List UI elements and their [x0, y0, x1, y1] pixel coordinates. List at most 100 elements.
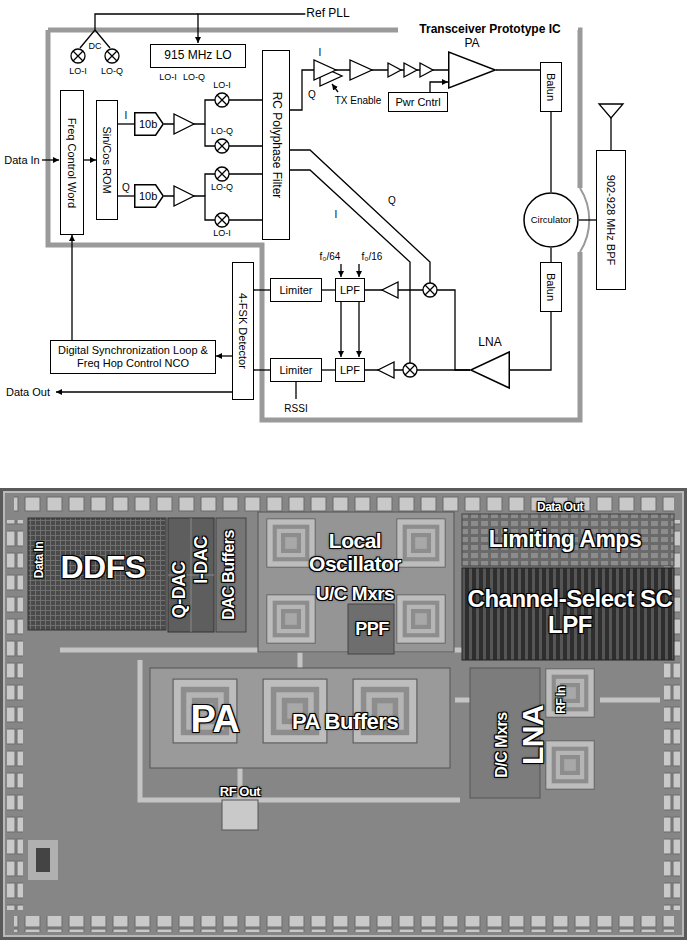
signal-connector	[254, 289, 270, 290]
die-block-label: DAC Buffers	[220, 530, 238, 620]
signal-connector	[118, 195, 134, 196]
circulator-symbol: Circulator	[523, 192, 579, 248]
power-amplifier	[449, 52, 496, 88]
signal-wire	[42, 14, 611, 399]
node-label: Pwr Cntrl	[395, 96, 440, 109]
signal-connector	[216, 355, 232, 356]
die-photo	[150, 668, 450, 768]
signal-name: I	[334, 209, 339, 220]
limiter-box: Limiter	[270, 278, 322, 302]
mixer-symbol	[425, 285, 435, 295]
signal-name: LO-I	[158, 73, 178, 83]
dac-shape	[135, 185, 164, 208]
die-photo	[36, 848, 50, 872]
buffer-amplifier	[314, 60, 336, 80]
signal-connector	[550, 112, 551, 192]
signal-wire	[42, 159, 59, 160]
lowpass-filter-box: LPF	[335, 358, 365, 382]
mixer-symbol	[217, 141, 227, 151]
mixer-symbol	[215, 167, 229, 181]
oscillator-box: 915 MHz LO	[150, 44, 246, 68]
die-photo	[462, 514, 674, 566]
node-label: Sin/Cos ROM	[101, 126, 114, 193]
buffer-amplifier	[404, 63, 417, 77]
node-label: Limiter	[279, 284, 312, 297]
die-photo	[546, 741, 594, 789]
signal-name: LO-Q	[210, 127, 234, 137]
die-block-label: Limiting Amps	[489, 527, 641, 552]
balun-box: Balun	[540, 62, 562, 112]
buffer-amplifier	[174, 114, 194, 134]
die-photo	[397, 519, 445, 567]
die-block-label: Channel-Select SC LPF	[458, 586, 683, 639]
signal-wire	[340, 302, 341, 357]
signal-name: I	[318, 47, 323, 58]
detector-box: 4-FSK Detector	[232, 262, 254, 400]
clock-name: f₀/64	[319, 251, 342, 262]
dac-shape: 10b	[134, 112, 164, 136]
buffer-amplifier	[388, 63, 401, 77]
signal-name: LO-Q	[100, 67, 124, 77]
die-block-label: Local Oscillator	[288, 529, 423, 575]
mixer-symbol	[105, 49, 119, 63]
mixer-symbol	[215, 139, 229, 153]
port-name: Data Out	[5, 386, 51, 398]
balun-box: Balun	[540, 262, 562, 312]
signal-wire	[295, 382, 296, 399]
die-block-label: LNA	[516, 705, 549, 765]
node-label: 915 MHz LO	[164, 49, 231, 63]
mixer-symbol	[405, 365, 415, 375]
signal-name: Q	[307, 89, 317, 100]
lowpass-filter-box: LPF	[335, 278, 365, 302]
die-block-label: Data Out	[537, 501, 583, 514]
die-photo	[267, 519, 315, 567]
signal-connector	[365, 290, 470, 370]
connector-group	[72, 70, 596, 370]
die-photo	[4, 492, 683, 936]
mixer-symbol	[71, 49, 85, 63]
node-label: PA	[448, 36, 496, 50]
buffer-amplifier	[350, 60, 372, 80]
die-block-label: Q-DAC	[170, 562, 190, 619]
mixer-symbol	[217, 169, 227, 179]
mixer-symbol	[215, 93, 229, 107]
mixer-symbol	[217, 215, 227, 225]
die-block-label: RF Out	[220, 785, 260, 799]
die-photo	[168, 518, 214, 632]
signal-name: RSSI	[283, 403, 308, 414]
mixer-symbol	[215, 213, 229, 227]
die-photo	[28, 518, 166, 630]
signal-connector	[510, 312, 551, 370]
mixer-symbol	[403, 363, 417, 377]
die-block-label: RF In	[555, 686, 568, 714]
die-block-label: PPF	[355, 620, 389, 640]
port-name: Data In	[3, 154, 40, 166]
mixer-symbol	[71, 49, 437, 377]
chip-boundary-title: Transceiver Prototype IC	[418, 23, 561, 36]
buffer-amplifier	[378, 362, 394, 378]
mixer-symbol	[217, 95, 227, 105]
node-label: Digital Synchronization Loop & Freq Hop …	[51, 344, 215, 369]
die-block-label: PA	[191, 699, 240, 741]
signal-wire	[290, 170, 410, 363]
signal-connector	[322, 289, 335, 290]
node-label: LNA	[470, 335, 510, 349]
die-photo	[14, 916, 674, 932]
die-block-label: Data In	[33, 542, 46, 579]
signal-name: Q	[387, 195, 397, 206]
die-block-label: U/C Mxrs	[316, 584, 394, 605]
die-block-label: DDFS	[60, 550, 145, 585]
signal-connector	[84, 159, 96, 160]
die-photo	[7, 520, 23, 910]
low-noise-amplifier: LNA	[470, 335, 510, 390]
signal-wire	[610, 118, 611, 150]
node-label: Limiter	[279, 364, 312, 377]
node-label: 10b	[139, 118, 157, 131]
signal-connector	[579, 219, 596, 220]
circulator-symbol	[524, 193, 578, 247]
die-photo	[0, 488, 687, 940]
signal-wire	[358, 302, 359, 357]
connector-label: Q	[121, 182, 131, 193]
signal-name: DC	[88, 42, 103, 52]
